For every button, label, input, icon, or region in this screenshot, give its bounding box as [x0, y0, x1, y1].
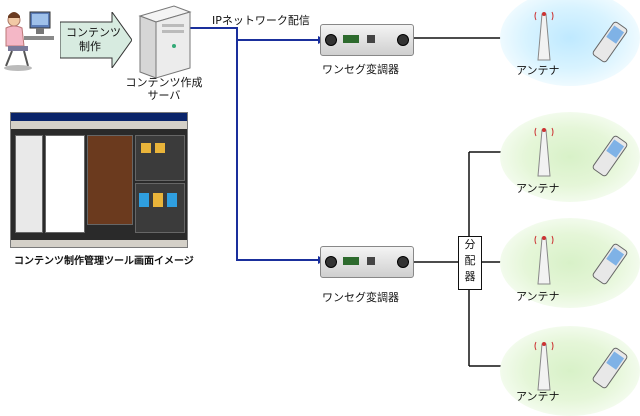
- modulator-port-icon: [367, 257, 375, 265]
- thumbnail-statusbar: [11, 240, 187, 247]
- content-production-line1: コンテンツ: [66, 26, 121, 39]
- thumbnail-preview-pane: [87, 135, 133, 225]
- modulator-top-label: ワンセグ変調器: [322, 63, 399, 76]
- modulator-knob-icon: [325, 256, 337, 268]
- ip-line-down: [236, 28, 318, 261]
- antenna-tower-icon: [534, 235, 554, 285]
- antenna-label-4: アンテナ: [516, 390, 560, 403]
- modulator-bottom-device: [320, 246, 414, 278]
- splitter-char-3: 器: [464, 270, 476, 283]
- antenna-label-2: アンテナ: [516, 182, 560, 195]
- thumbnail-tile: [139, 193, 149, 207]
- ip-line-top: [190, 27, 318, 41]
- thumbnail-editor-pane-top: [135, 135, 185, 181]
- tool-caption: コンテンツ制作管理ツール画面イメージ: [14, 256, 194, 267]
- modulator-knob-icon: [397, 34, 409, 46]
- antenna-label-1: アンテナ: [516, 64, 560, 77]
- person-at-computer-icon: [4, 11, 54, 71]
- antenna-label-3: アンテナ: [516, 290, 560, 303]
- thumbnail-list-pane: [45, 135, 85, 233]
- ip-distribution-label: IPネットワーク配信: [212, 14, 310, 27]
- modulator-terminal-icon: [343, 35, 359, 43]
- splitter-char-2: 配: [464, 254, 476, 267]
- mobile-phone-icon: [592, 347, 628, 389]
- modulator-bottom-label: ワンセグ変調器: [322, 291, 399, 304]
- thumbnail-menubar: [11, 121, 187, 129]
- server-icon: [138, 5, 192, 79]
- modulator-top-device: [320, 24, 414, 56]
- modulator-knob-icon: [325, 34, 337, 46]
- mobile-phone-icon: [592, 21, 628, 63]
- modulator-knob-icon: [397, 256, 409, 268]
- antenna-tower-icon: [534, 341, 554, 391]
- antenna-tower-icon: [534, 11, 554, 61]
- thumbnail-tile: [155, 143, 165, 153]
- server-label-line2: サーバ: [147, 89, 181, 102]
- thumbnail-sidebar: [15, 135, 43, 233]
- antenna-tower-icon: [534, 127, 554, 177]
- mobile-phone-icon: [592, 135, 628, 177]
- mobile-phone-icon: [592, 243, 628, 285]
- content-production-label: コンテンツ 制作: [66, 26, 121, 54]
- thumbnail-tile: [153, 193, 163, 207]
- thumbnail-titlebar: [11, 113, 187, 121]
- content-production-line2: 制作: [79, 40, 101, 53]
- thumbnail-editor-pane-bottom: [135, 183, 185, 233]
- thumbnail-tile: [167, 193, 177, 207]
- server-label: コンテンツ作成 サーバ: [114, 76, 214, 102]
- content-production-arrow: [60, 12, 132, 68]
- modulator-terminal-icon: [343, 257, 359, 265]
- modulator-port-icon: [367, 35, 375, 43]
- server-label-line1: コンテンツ作成: [125, 76, 203, 89]
- thumbnail-tile: [141, 143, 151, 153]
- tool-screenshot-thumbnail: [10, 112, 188, 248]
- splitter-box: 分 配 器: [458, 236, 482, 290]
- splitter-char-1: 分: [464, 238, 476, 251]
